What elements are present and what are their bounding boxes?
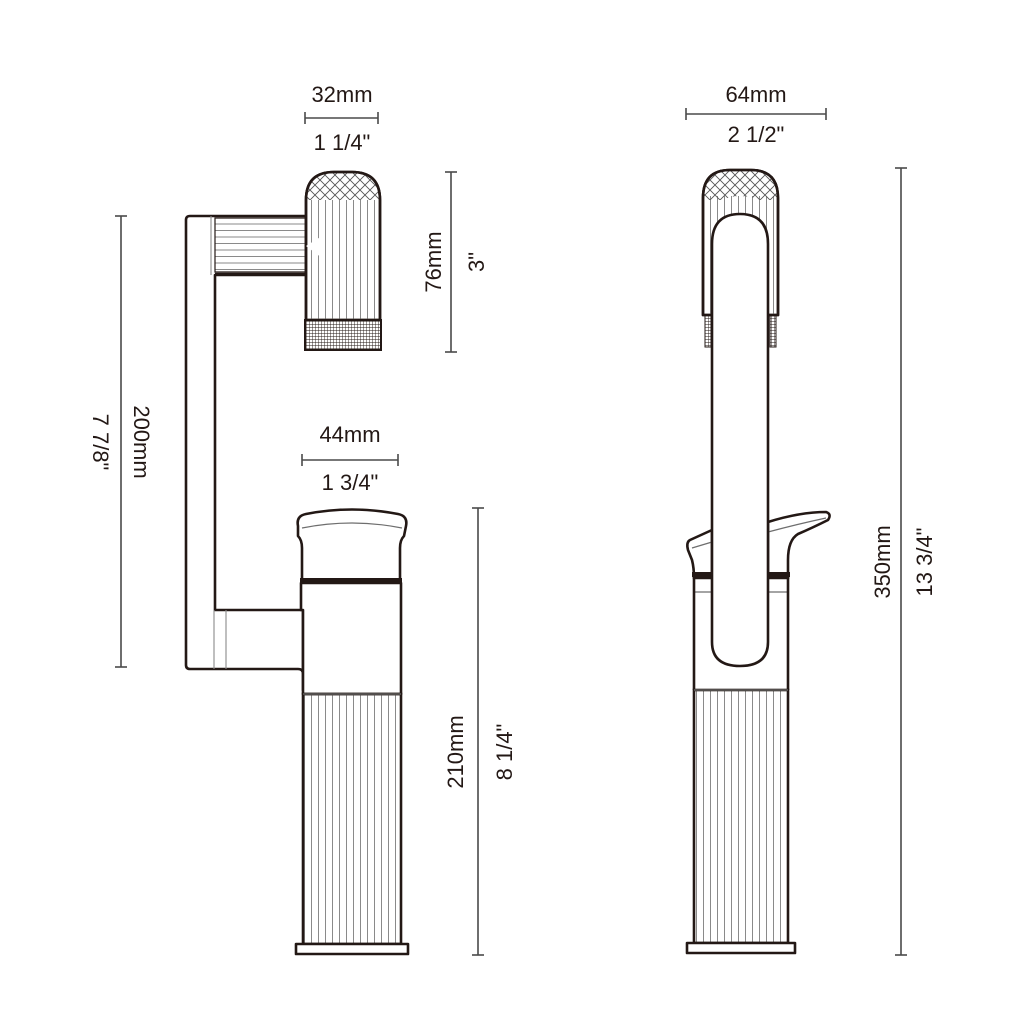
dim-label-spout-height-in: 7 7/8" [88,414,113,471]
dim-total-height: 350mm 13 3/4" [870,167,937,956]
dim-label-handle-width-in: 1 1/4" [314,130,371,155]
dim-body-height: 210mm 8 1/4" [443,507,517,956]
u-spout [710,212,770,668]
dim-label-handle-width-mm: 32mm [311,82,372,107]
dim-label-front-width-in: 2 1/2" [728,122,785,147]
dim-label-total-height-mm: 350mm [870,525,895,598]
side-view: 32mm 1 1/4" 76mm 3" 200mm 7 7/8" 44mm 1 … [88,82,517,956]
dim-front-width: 64mm 2 1/2" [685,82,827,147]
lever-handle [686,528,714,580]
dim-body-width: 44mm 1 3/4" [301,422,399,495]
dim-label-body-height-in: 8 1/4" [492,724,517,781]
dim-label-spout-height-mm: 200mm [129,405,154,478]
dim-label-body-width-in: 1 3/4" [322,470,379,495]
front-view: 64mm 2 1/2" 350mm 13 3/4" [685,82,937,956]
dim-handle-width: 32mm 1 1/4" [304,82,379,155]
dim-label-body-height-mm: 210mm [443,715,468,788]
side-body [294,508,410,956]
dim-label-total-height-in: 13 3/4" [912,528,937,597]
dim-spout-height: 200mm 7 7/8" [88,215,154,668]
dim-label-front-width-mm: 64mm [725,82,786,107]
dim-label-body-width-mm: 44mm [319,422,380,447]
dim-label-handle-height-in: 3" [464,252,489,272]
dim-label-handle-height-mm: 76mm [421,231,446,292]
spout-fluted-section [214,217,321,273]
dim-handle-height: 76mm 3" [421,171,489,353]
spout-arm [184,214,308,692]
spray-head [304,170,382,351]
